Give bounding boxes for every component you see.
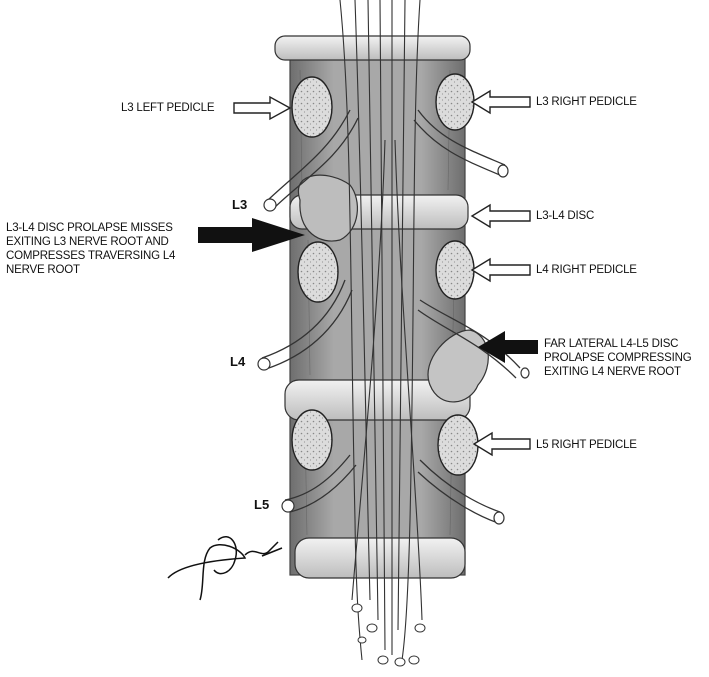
- level-label-l3: L3: [232, 197, 247, 212]
- label-l3-l4-prolapse: L3-L4 DISC PROLAPSE MISSES EXITING L3 NE…: [6, 221, 175, 277]
- label-l5-right-pedicle: L5 RIGHT PEDICLE: [536, 438, 637, 452]
- label-l3-l4-prolapse-line: COMPRESSES TRAVERSING L4: [6, 249, 175, 263]
- level-label-l5: L5: [254, 497, 269, 512]
- label-l3-right-pedicle: L3 RIGHT PEDICLE: [536, 95, 637, 109]
- label-far-lateral-prolapse-line: FAR LATERAL L4-L5 DISC: [544, 337, 691, 351]
- label-far-lateral-prolapse-line: EXITING L4 NERVE ROOT: [544, 365, 691, 379]
- label-l3-l4-prolapse-line: NERVE ROOT: [6, 263, 175, 277]
- top-endplate: [275, 36, 470, 60]
- signature: [168, 537, 282, 600]
- l5-left-pedicle: [292, 410, 332, 470]
- label-l3-l4-prolapse-line: EXITING L3 NERVE ROOT AND: [6, 235, 175, 249]
- l3-right-pedicle: [436, 74, 474, 130]
- label-far-lateral-prolapse-line: PROLAPSE COMPRESSING: [544, 351, 691, 365]
- label-l3-l4-disc: L3-L4 DISC: [536, 209, 594, 223]
- nerve-root-ends: [352, 604, 425, 666]
- label-far-lateral-prolapse: FAR LATERAL L4-L5 DISC PROLAPSE COMPRESS…: [544, 337, 691, 379]
- l3-left-pedicle: [292, 77, 332, 137]
- arrow-l3-left-pedicle: [234, 97, 290, 119]
- label-l3-l4-prolapse-line: L3-L4 DISC PROLAPSE MISSES: [6, 221, 175, 235]
- arrow-l3-l4-prolapse: [198, 218, 305, 252]
- arrow-l3-right-pedicle: [472, 91, 530, 113]
- label-l3-left-pedicle: L3 LEFT PEDICLE: [121, 101, 214, 115]
- l5-right-pedicle: [438, 415, 478, 475]
- arrow-l3-l4-disc: [472, 205, 530, 227]
- label-l4-right-pedicle: L4 RIGHT PEDICLE: [536, 263, 637, 277]
- arrow-l4-right-pedicle: [472, 259, 530, 281]
- level-label-l4: L4: [230, 354, 245, 369]
- bottom-endplate: [295, 538, 465, 578]
- arrow-l5-right-pedicle: [474, 433, 530, 455]
- l4-right-pedicle: [436, 241, 474, 299]
- l4-left-pedicle: [298, 242, 338, 302]
